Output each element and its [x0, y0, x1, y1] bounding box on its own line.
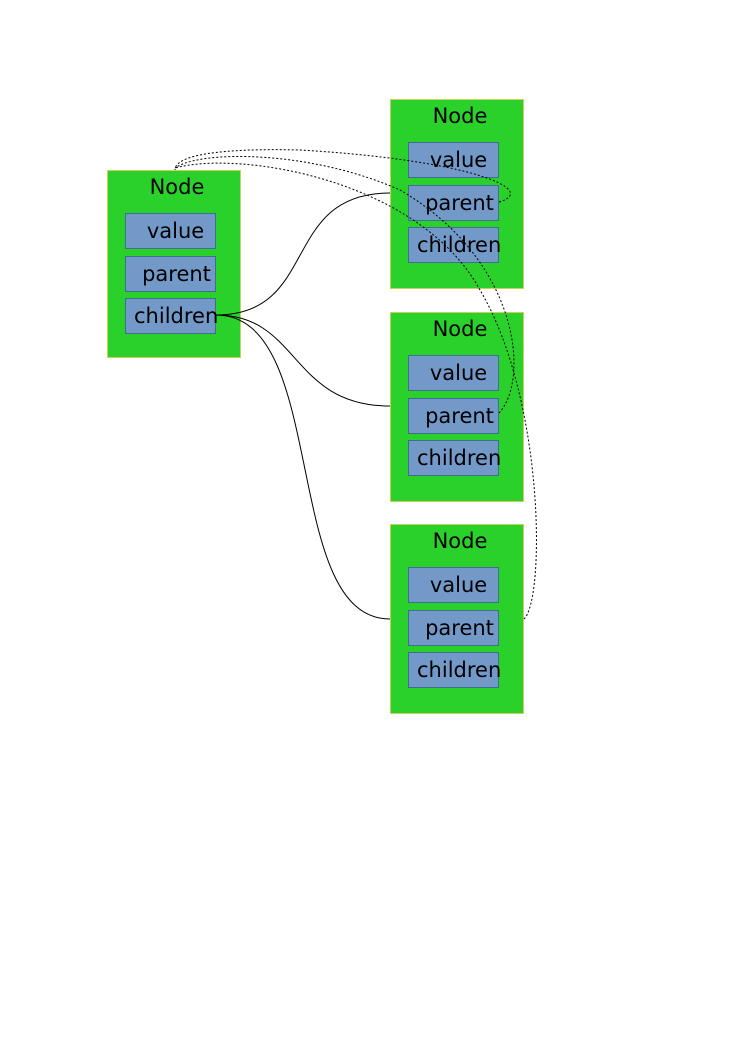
node-title: Node — [432, 317, 488, 341]
field-children: children — [408, 652, 501, 688]
field-value: value — [408, 567, 499, 603]
children-link-3 — [215, 314, 391, 620]
field-children: children — [408, 440, 501, 476]
node-title: Node — [432, 529, 488, 553]
node-title: Node — [149, 175, 205, 199]
field-children: children — [408, 227, 501, 263]
children-link-1 — [215, 192, 391, 316]
children-link-2 — [215, 314, 391, 407]
node-root: Node value parent children — [107, 170, 241, 358]
field-value: value — [408, 355, 499, 391]
node-child-1: Node value parent children — [390, 99, 524, 289]
field-parent: parent — [125, 256, 216, 292]
field-value: value — [408, 142, 499, 178]
field-parent: parent — [408, 398, 499, 434]
field-value: value — [125, 213, 216, 249]
field-children: children — [125, 298, 218, 334]
node-title: Node — [432, 104, 488, 128]
node-child-3: Node value parent children — [390, 524, 524, 714]
field-parent: parent — [408, 185, 499, 221]
node-child-2: Node value parent children — [390, 312, 524, 502]
field-parent: parent — [408, 610, 499, 646]
